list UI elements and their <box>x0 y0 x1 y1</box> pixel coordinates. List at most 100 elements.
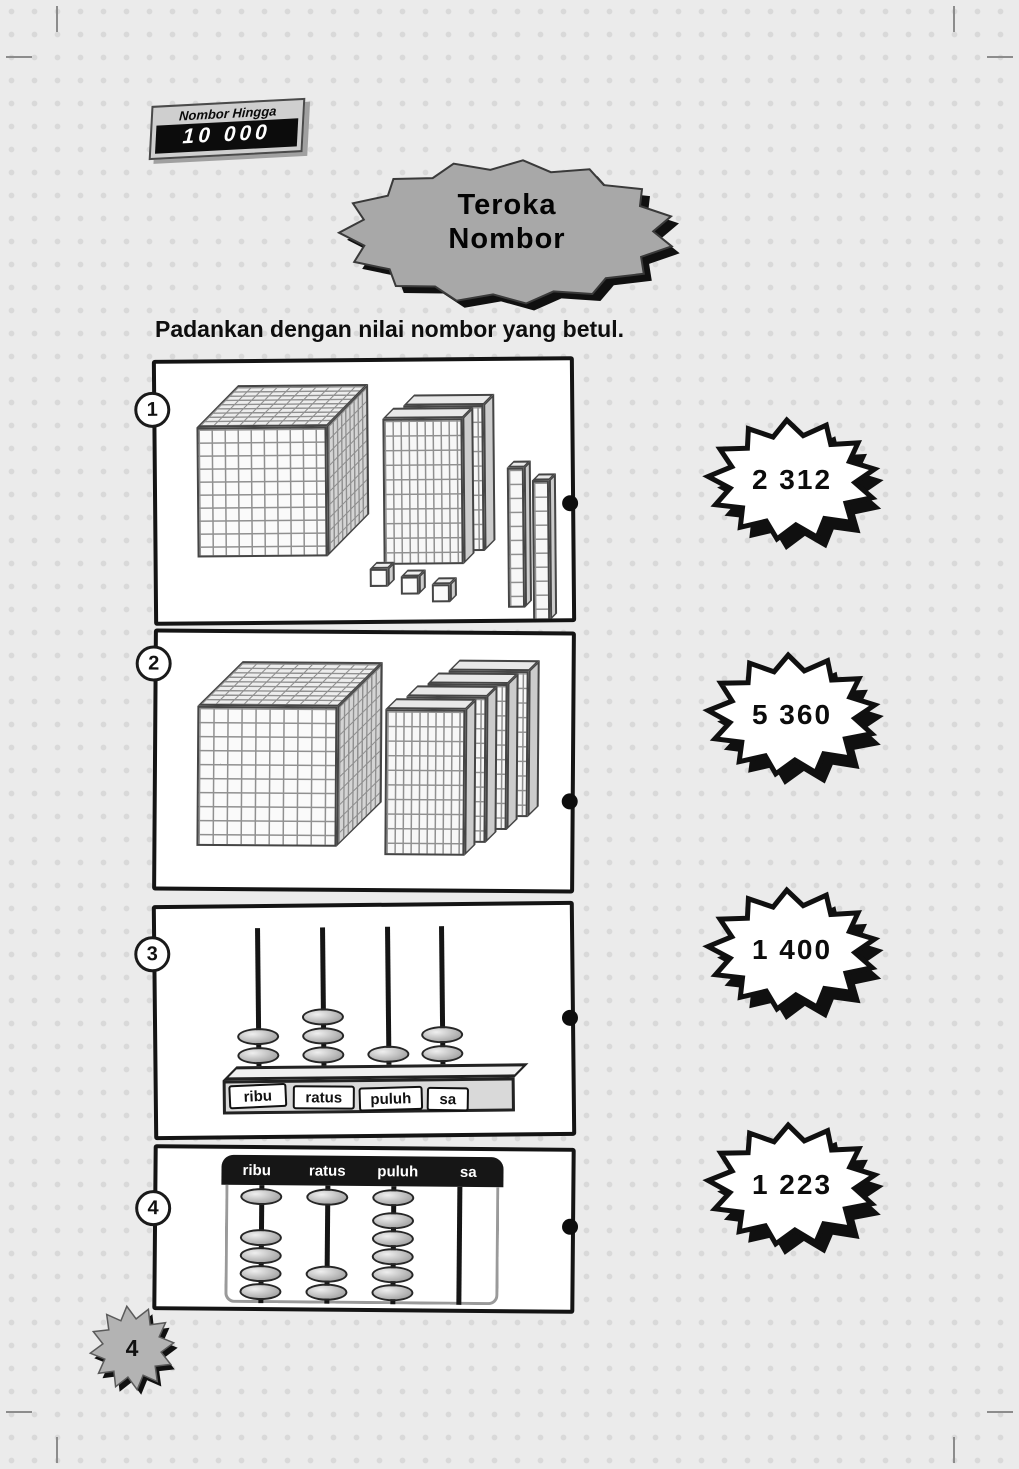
abacus-bead <box>239 1228 282 1247</box>
question-number-1: 1 <box>134 391 171 429</box>
answer-value: 2 312 <box>751 464 833 495</box>
block-face <box>462 407 475 565</box>
base-ten-blocks-illustration-2 <box>156 633 572 890</box>
abacus-bead <box>301 1008 345 1026</box>
title-text: Teroka Nombor <box>322 188 692 256</box>
block-face <box>485 685 498 843</box>
abacus-bead <box>371 1284 414 1302</box>
question-number-2: 2 <box>135 645 172 682</box>
block-face <box>403 393 495 406</box>
abacus-header: ribu ratus puluh sa <box>221 1154 504 1188</box>
abacus-bead <box>305 1265 348 1283</box>
place-label-sa: sa <box>426 1086 470 1112</box>
splash-shape <box>336 159 680 311</box>
place-label-ribu: ribu <box>242 1161 272 1179</box>
block-face <box>527 660 540 818</box>
block-face <box>196 705 338 847</box>
abacus-bead <box>302 1027 345 1045</box>
block-face <box>506 467 526 608</box>
block-face <box>369 568 388 587</box>
match-dot-4[interactable] <box>561 1218 579 1235</box>
burst-shape <box>702 1121 884 1255</box>
abacus-bead <box>239 1264 282 1283</box>
place-label-ratus: ratus <box>308 1162 346 1180</box>
answer-burst-1[interactable]: 2 312 <box>700 408 895 568</box>
page-number: 4 <box>125 1334 139 1361</box>
abacus-bead <box>421 1044 464 1063</box>
question-number-4: 4 <box>135 1190 172 1227</box>
crop-mark <box>56 1437 58 1463</box>
place-label-puluh: puluh <box>358 1085 424 1112</box>
block-face <box>531 480 551 621</box>
crop-mark <box>987 56 1013 58</box>
topic-badge: Nombor Hingga 10 000 <box>148 97 306 161</box>
place-label-puluh: puluh <box>377 1162 419 1180</box>
crop-mark <box>987 1411 1013 1413</box>
abacus-bead <box>371 1230 414 1248</box>
block-face <box>400 576 419 595</box>
answer-value: 1 400 <box>751 934 833 965</box>
burst-shape <box>702 651 884 785</box>
question-box-3: 3 ribu ratus puluh sa <box>134 900 579 1141</box>
crop-mark <box>953 6 955 32</box>
abacus-bead <box>239 1246 282 1265</box>
block-face <box>427 672 519 685</box>
block-face <box>523 460 532 608</box>
crop-mark <box>6 56 32 58</box>
place-label-ribu: ribu <box>228 1082 288 1110</box>
abacus-bead <box>305 1283 348 1301</box>
crop-mark <box>953 1437 955 1463</box>
abacus-rod <box>455 1186 462 1305</box>
block-face <box>384 709 466 856</box>
block-face <box>406 685 498 697</box>
block-face <box>548 473 558 621</box>
answer-burst-3[interactable]: 1 400 <box>700 878 895 1038</box>
abacus-bead <box>240 1187 283 1206</box>
abacus-bead <box>302 1046 345 1064</box>
page-number-burst: 4 <box>86 1302 186 1402</box>
abacus-bead <box>372 1189 415 1207</box>
match-dot-3[interactable] <box>561 1009 579 1026</box>
base-ten-blocks-illustration-1 <box>156 360 572 622</box>
block-face <box>464 698 477 856</box>
question-box-4: 4 ribu ratus puluh sa <box>135 1144 579 1314</box>
answer-value: 5 360 <box>751 699 833 730</box>
block-face <box>196 426 328 558</box>
block-face <box>506 673 519 830</box>
abacus-bead <box>367 1045 410 1063</box>
match-dot-2[interactable] <box>561 793 578 810</box>
abacus-bead <box>371 1248 414 1266</box>
title-line-1: Teroka <box>457 189 557 221</box>
abacus-illustration-3: ribu ratus puluh sa <box>211 919 533 1127</box>
block-face <box>483 393 496 551</box>
answer-burst-4[interactable]: 1 223 <box>700 1113 895 1273</box>
answer-burst-2[interactable]: 5 360 <box>700 643 895 803</box>
place-label-ratus: ratus <box>292 1085 355 1110</box>
question-box-1: 1 <box>134 356 579 626</box>
block-face <box>448 659 540 672</box>
title-splash: Teroka Nombor <box>322 150 692 322</box>
abacus-bead <box>371 1212 415 1230</box>
abacus-bead <box>237 1046 280 1065</box>
crop-mark <box>6 1411 32 1413</box>
block-face <box>382 407 474 419</box>
burst-shape <box>88 1304 178 1395</box>
block-face <box>431 584 450 603</box>
abacus-bead <box>371 1266 414 1284</box>
place-label-sa: sa <box>459 1163 477 1181</box>
title-line-2: Nombor <box>448 223 566 256</box>
crop-mark <box>56 6 58 32</box>
abacus-bead <box>237 1027 280 1046</box>
block-face <box>382 418 464 565</box>
question-number-3: 3 <box>134 936 171 973</box>
burst-shape <box>702 886 884 1020</box>
abacus-bead <box>421 1025 464 1044</box>
block-face <box>385 698 477 710</box>
answer-value: 1 223 <box>751 1169 833 1200</box>
abacus-bead <box>306 1188 349 1206</box>
abacus-illustration-4: ribu ratus puluh sa <box>220 1154 504 1309</box>
question-box-2: 2 <box>135 628 578 894</box>
match-dot-1[interactable] <box>562 495 579 512</box>
abacus-bead <box>239 1282 282 1301</box>
